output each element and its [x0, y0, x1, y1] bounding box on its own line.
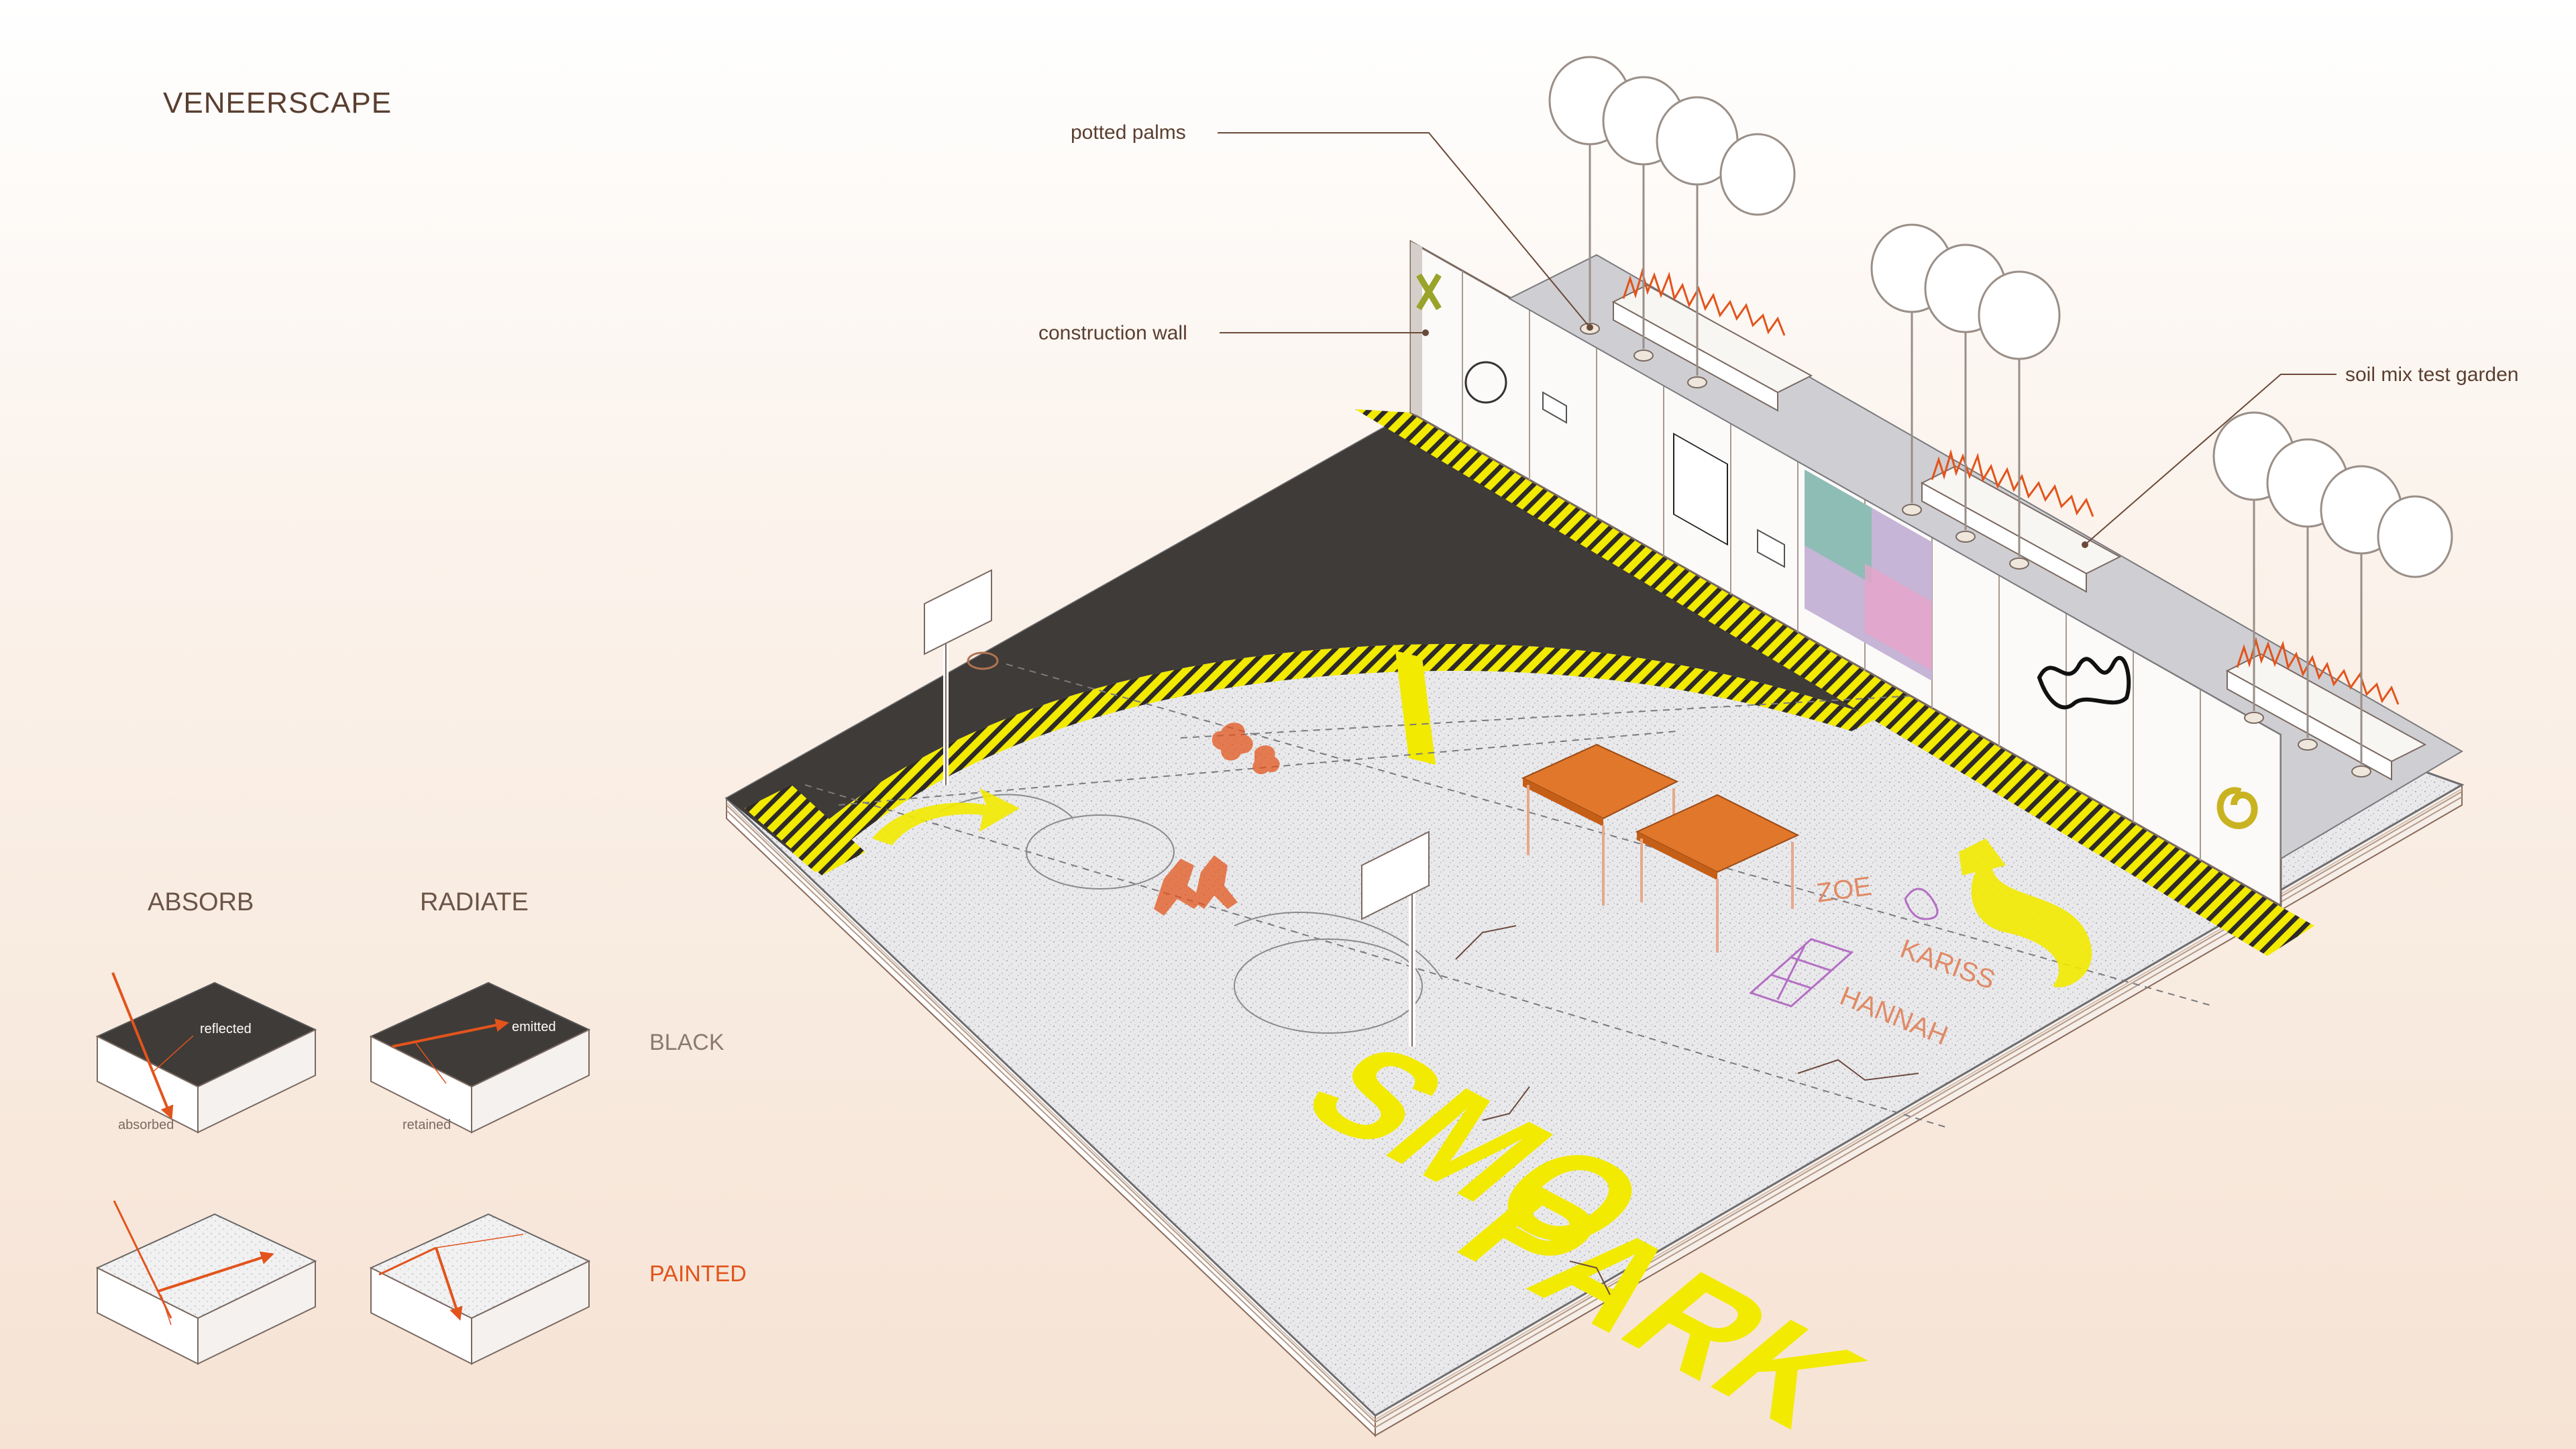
- legend: ABSORB RADIATE BLACK PAINTED reflected a…: [97, 888, 747, 1364]
- tile-black-radiate: emitted retained: [371, 983, 589, 1132]
- legend-painted-row-label: PAINTED: [649, 1261, 747, 1287]
- legend-radiate-heading: RADIATE: [420, 888, 529, 916]
- tile-black-absorb: reflected absorbed: [97, 973, 315, 1132]
- callout-soil-mix-label: soil mix test garden: [2345, 364, 2518, 386]
- callout-construction-wall-label: construction wall: [1038, 322, 1187, 344]
- label-emitted: emitted: [512, 1020, 556, 1034]
- legend-black-row-label: BLACK: [649, 1030, 724, 1055]
- page-title: VENEERSCAPE: [163, 87, 392, 119]
- legend-absorb-heading: ABSORB: [148, 888, 254, 916]
- callout-potted-palms-label: potted palms: [1071, 121, 1186, 144]
- callout-construction-wall: construction wall: [1038, 322, 1429, 344]
- label-retained: retained: [402, 1118, 451, 1132]
- site-axonometric: SMO PARK ZOE KARISS HANNAH: [727, 57, 2462, 1449]
- tile-painted-absorb: [97, 1201, 315, 1364]
- label-absorbed: absorbed: [118, 1118, 174, 1132]
- label-reflected: reflected: [200, 1022, 252, 1036]
- tile-painted-radiate: [371, 1214, 589, 1364]
